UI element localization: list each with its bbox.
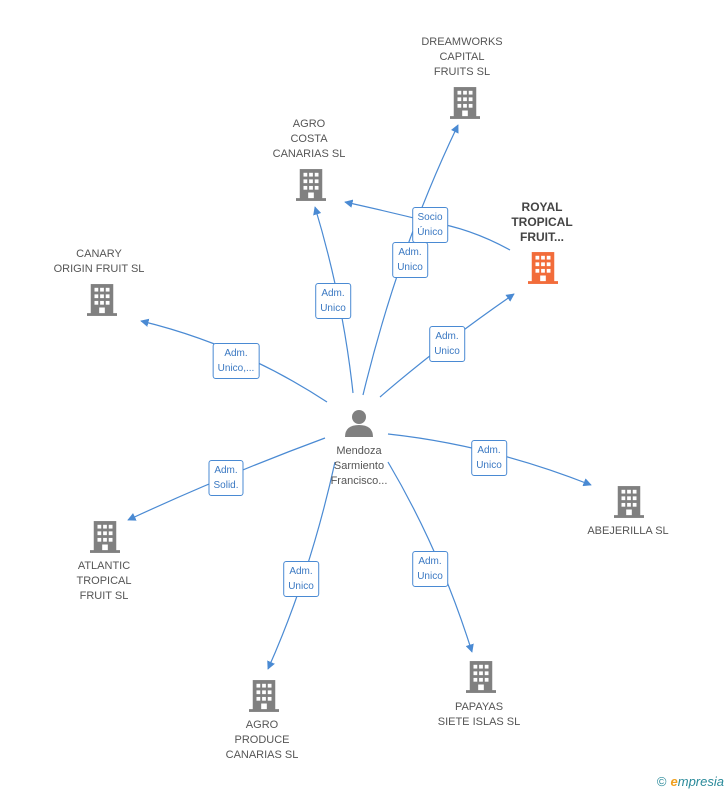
- edge-label[interactable]: Socio Único: [412, 207, 448, 243]
- brand-name: mpresia: [677, 774, 724, 789]
- building-icon[interactable]: [528, 252, 558, 284]
- edge-label[interactable]: Adm. Unico: [429, 326, 465, 362]
- edge-label[interactable]: Adm. Unico: [392, 242, 428, 278]
- node-label-atlantic[interactable]: ATLANTIC TROPICAL FRUIT SL: [76, 560, 132, 602]
- node-label-canary-origin[interactable]: CANARY ORIGIN FRUIT SL: [53, 248, 145, 275]
- person-icon[interactable]: [345, 410, 373, 437]
- node-label-abejerilla[interactable]: ABEJERILLA SL: [587, 525, 669, 537]
- edge-label[interactable]: Adm. Unico,...: [212, 343, 260, 379]
- node-label-agro-produce[interactable]: AGRO PRODUCE CANARIAS SL: [225, 719, 299, 761]
- building-icon[interactable]: [296, 169, 326, 201]
- edge-label[interactable]: Adm. Unico: [471, 440, 507, 476]
- edge-label[interactable]: Adm. Unico: [412, 551, 448, 587]
- brand-logo: ©empresia: [657, 774, 724, 789]
- building-icon[interactable]: [249, 680, 279, 712]
- node-label-papayas[interactable]: PAPAYAS SIETE ISLAS SL: [437, 701, 521, 728]
- building-icon[interactable]: [466, 661, 496, 693]
- node-label-dreamworks[interactable]: DREAMWORKS CAPITAL FRUITS SL: [421, 36, 503, 78]
- node-label-royal[interactable]: ROYAL TROPICAL FRUIT...: [511, 200, 573, 244]
- edge-label[interactable]: Adm. Unico: [315, 283, 351, 319]
- center-person-label[interactable]: Mendoza Sarmiento Francisco...: [330, 445, 388, 487]
- node-label-agro-costa[interactable]: AGRO COSTA CANARIAS SL: [272, 118, 346, 160]
- nodes: [87, 87, 644, 712]
- building-icon[interactable]: [614, 486, 644, 518]
- edge-label[interactable]: Adm. Unico: [283, 561, 319, 597]
- building-icon[interactable]: [90, 521, 120, 553]
- edge-label[interactable]: Adm. Solid.: [208, 460, 244, 496]
- copyright-symbol: ©: [656, 774, 667, 789]
- building-icon[interactable]: [450, 87, 480, 119]
- brand-initial: e: [670, 774, 678, 789]
- building-icon[interactable]: [87, 284, 117, 316]
